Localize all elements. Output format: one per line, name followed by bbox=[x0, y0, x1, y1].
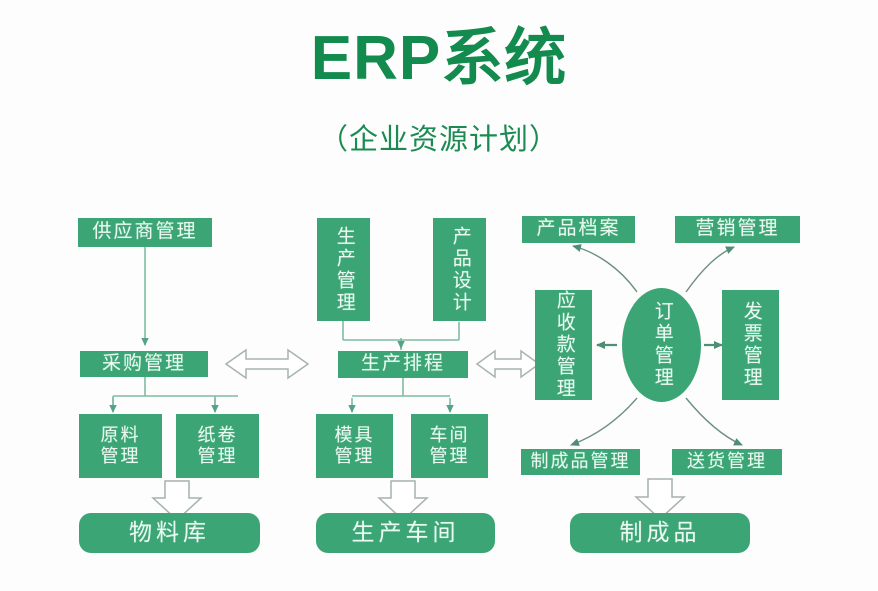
node-invoice-mgmt[interactable]: 发票管理 bbox=[722, 290, 779, 400]
page-title: ERP系统 bbox=[310, 24, 568, 93]
curved-arrow-order-to-marketing bbox=[685, 246, 735, 293]
curved-arrow-order-to-delivery bbox=[685, 397, 743, 446]
hollow-double-arrow-purchase-schedule bbox=[224, 348, 310, 380]
node-mold-mgmt[interactable]: 模具 管理 bbox=[316, 414, 393, 478]
node-delivery-mgmt[interactable]: 送货管理 bbox=[672, 449, 782, 475]
node-product-design[interactable]: 产品设计 bbox=[433, 218, 486, 321]
node-product-archive[interactable]: 产品档案 bbox=[522, 216, 635, 243]
page-subtitle: （企业资源计划） bbox=[318, 124, 559, 156]
curved-arrow-order-to-finished-goods-mgmt bbox=[570, 397, 638, 446]
node-order-mgmt[interactable]: 订单管理 bbox=[622, 288, 701, 402]
hollow-arrow-materials-to-store bbox=[151, 480, 203, 522]
node-purchase-mgmt[interactable]: 采购管理 bbox=[80, 351, 208, 377]
node-material-store[interactable]: 物料库 bbox=[79, 513, 260, 553]
connector-production-design-to-schedule bbox=[342, 320, 460, 350]
hollow-arrow-finished-mgmt-to-finished bbox=[634, 478, 686, 521]
hollow-arrow-mold-to-floor bbox=[377, 480, 429, 522]
node-paper-roll-mgmt[interactable]: 纸卷 管理 bbox=[176, 414, 259, 478]
hollow-double-arrow-schedule-receivable bbox=[475, 349, 541, 379]
node-finished-goods-mgmt[interactable]: 制成品管理 bbox=[521, 449, 640, 475]
node-production-floor[interactable]: 生产车间 bbox=[316, 513, 495, 553]
node-production-mgmt[interactable]: 生产管理 bbox=[317, 218, 370, 321]
node-production-schedule[interactable]: 生产排程 bbox=[338, 351, 468, 378]
node-receivable-mgmt[interactable]: 应收款管理 bbox=[535, 290, 592, 400]
node-finished-goods[interactable]: 制成品 bbox=[570, 513, 750, 553]
node-marketing-mgmt[interactable]: 营销管理 bbox=[675, 216, 800, 243]
node-material-mgmt[interactable]: 原料 管理 bbox=[79, 414, 162, 478]
node-workshop-mgmt[interactable]: 车间 管理 bbox=[411, 414, 488, 478]
connector-purchase-to-materials bbox=[109, 376, 238, 413]
connector-schedule-to-mold-workshop bbox=[348, 378, 454, 413]
curved-arrow-order-to-product-archive bbox=[572, 244, 638, 293]
node-supplier-mgmt[interactable]: 供应商管理 bbox=[78, 218, 212, 247]
